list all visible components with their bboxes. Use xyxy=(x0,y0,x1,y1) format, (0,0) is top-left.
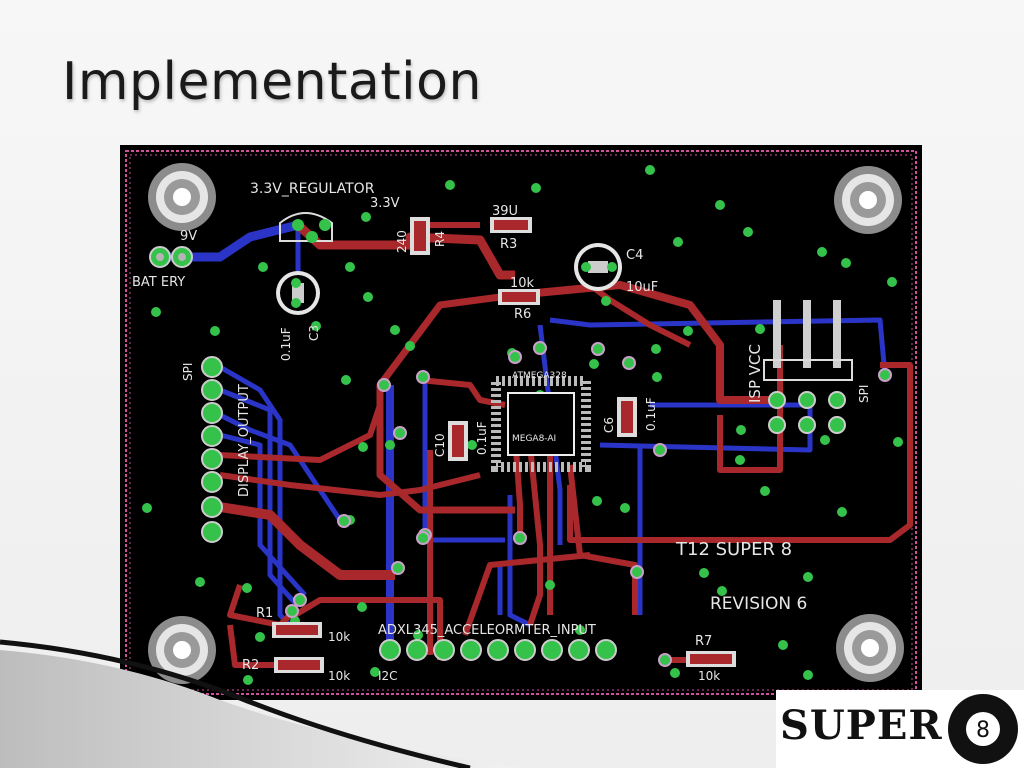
resistor-r3 xyxy=(490,217,532,233)
label-regulator-out: 3.3V xyxy=(370,196,400,211)
battery-connector xyxy=(149,246,193,268)
capacitor-c10 xyxy=(448,421,468,461)
mounting-hole-top-left xyxy=(148,163,216,231)
label-c10: C10 xyxy=(433,433,447,457)
label-r4-value: 240 xyxy=(395,230,409,253)
isp-header xyxy=(763,300,853,434)
eight-ball-icon: 8 xyxy=(948,694,1018,764)
label-c4: C4 xyxy=(626,248,643,263)
label-r3-value: 39U xyxy=(492,204,518,219)
label-c3-value: 0.1uF xyxy=(279,327,293,361)
label-i2c: I2C xyxy=(378,669,398,683)
label-c6: C6 xyxy=(602,417,616,433)
pcb-layout-image: 3.3V_REGULATOR 3.3V 9V BAT ERY 39U R3 24… xyxy=(120,145,922,700)
label-spi-right: SPI xyxy=(857,385,871,403)
label-isp-vcc: ISP VCC xyxy=(746,344,764,403)
label-c3: C3 xyxy=(307,325,321,341)
label-r4: R4 xyxy=(433,231,447,247)
slide-title: Implementation xyxy=(62,52,482,112)
label-regulator: 3.3V_REGULATOR xyxy=(250,181,375,197)
logo-wordmark: SUPER xyxy=(780,702,943,749)
label-spi-left: SPI xyxy=(181,363,195,381)
label-r7: R7 xyxy=(695,634,712,649)
display-output-header xyxy=(201,356,223,543)
pcb-board: 3.3V_REGULATOR 3.3V 9V BAT ERY 39U R3 24… xyxy=(120,145,922,700)
mounting-hole-bottom-right xyxy=(836,614,904,682)
label-battery-voltage: 9V xyxy=(180,229,197,244)
label-battery: BAT ERY xyxy=(132,275,185,290)
capacitor-c6 xyxy=(617,397,637,437)
label-c6-value: 0.1uF xyxy=(644,397,658,431)
regulator-component xyxy=(279,212,333,243)
accelerometer-header xyxy=(379,639,617,661)
decorative-corner-swoosh xyxy=(0,639,520,768)
label-r6-value: 10k xyxy=(510,276,535,291)
label-r2-value: 10k xyxy=(328,669,350,683)
eight-ball-number: 8 xyxy=(976,718,990,743)
label-c4-value: 10uF xyxy=(626,280,658,295)
resistor-r2 xyxy=(274,657,324,673)
label-c10-value: 0.1uF xyxy=(475,421,489,455)
capacitor-c3 xyxy=(276,271,320,315)
label-r1: R1 xyxy=(256,606,273,621)
resistor-r4 xyxy=(410,217,430,255)
resistor-r6 xyxy=(498,289,540,305)
label-r3: R3 xyxy=(500,237,517,252)
label-r7-value: 10k xyxy=(698,669,720,683)
resistor-r7 xyxy=(686,651,736,667)
label-mcu-bottom: MEGA8-AI xyxy=(512,434,556,444)
resistor-r1 xyxy=(272,622,322,638)
label-mcu-top: ATMEGA328 xyxy=(512,371,567,381)
mcu-chip xyxy=(491,376,591,472)
label-r1-value: 10k xyxy=(328,630,350,644)
label-r6: R6 xyxy=(514,307,531,322)
label-display-output: DISPLAY_OUTPUT xyxy=(237,384,252,497)
super8-logo: SUPER 8 xyxy=(776,690,1024,768)
label-revision: REVISION 6 xyxy=(710,594,807,614)
label-r2: R2 xyxy=(242,658,259,673)
mounting-hole-bottom-left xyxy=(148,616,216,684)
mounting-hole-top-right xyxy=(834,166,902,234)
label-board-name: T12 SUPER 8 xyxy=(675,539,792,560)
label-accelerometer: ADXL345_ACCELEORMTER_INPUT xyxy=(378,623,596,638)
linked-vias xyxy=(285,341,892,667)
capacitor-c4 xyxy=(574,243,622,291)
